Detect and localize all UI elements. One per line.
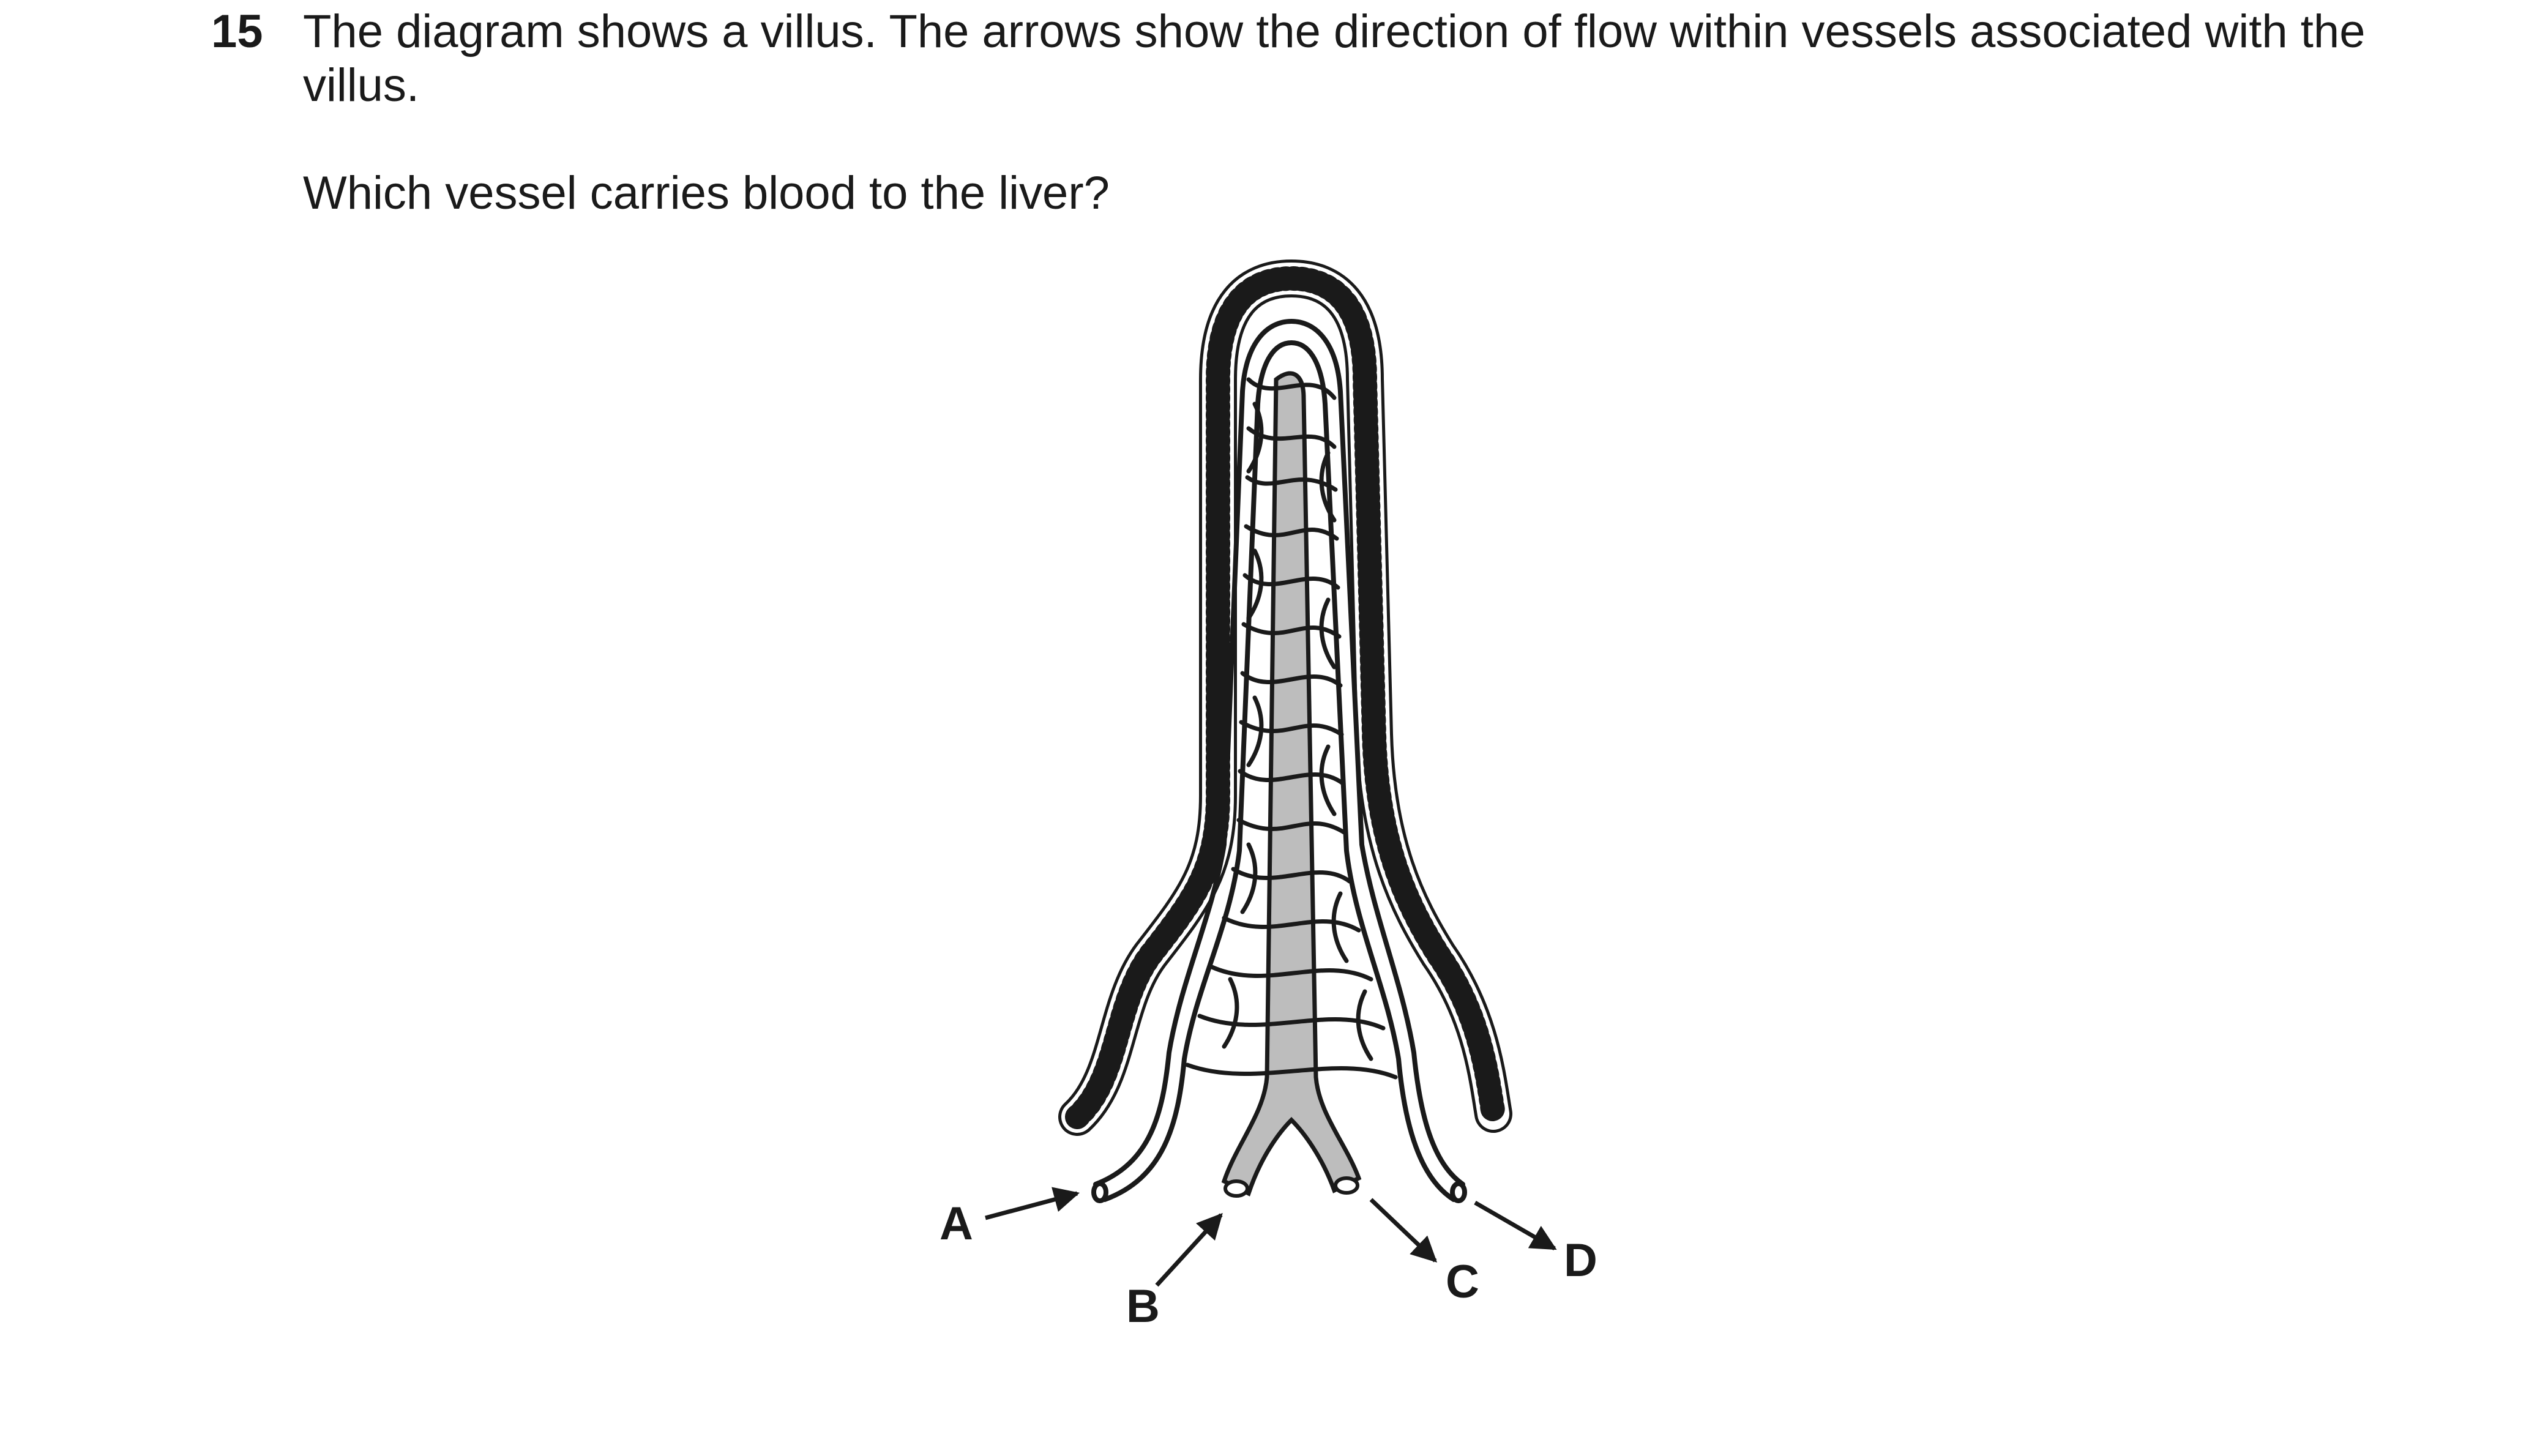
arrow-a: [985, 1187, 1080, 1220]
capillary-network: [1185, 377, 1398, 1080]
flow-arrows: [985, 1187, 1557, 1287]
label-d: D: [1564, 1234, 1597, 1286]
question-prompt: Which vessel carries blood to the liver?: [303, 167, 1110, 219]
lacteal: [1221, 371, 1362, 1198]
label-a: A: [940, 1198, 973, 1250]
villus-epithelium: [1058, 259, 1512, 1136]
label-c: C: [1446, 1256, 1479, 1308]
question-number: 15: [211, 6, 263, 58]
capillary-wall: [1091, 318, 1467, 1203]
arrow-d: [1474, 1200, 1557, 1251]
arrow-c: [1369, 1198, 1438, 1263]
arrow-b: [1155, 1212, 1223, 1287]
question-row: 15 The diagram shows a villus. The arrow…: [211, 5, 2476, 113]
question-intro: The diagram shows a villus. The arrows s…: [303, 6, 2366, 111]
question-block: 15 The diagram shows a villus. The arrow…: [211, 5, 2476, 220]
label-b: B: [1126, 1280, 1160, 1332]
